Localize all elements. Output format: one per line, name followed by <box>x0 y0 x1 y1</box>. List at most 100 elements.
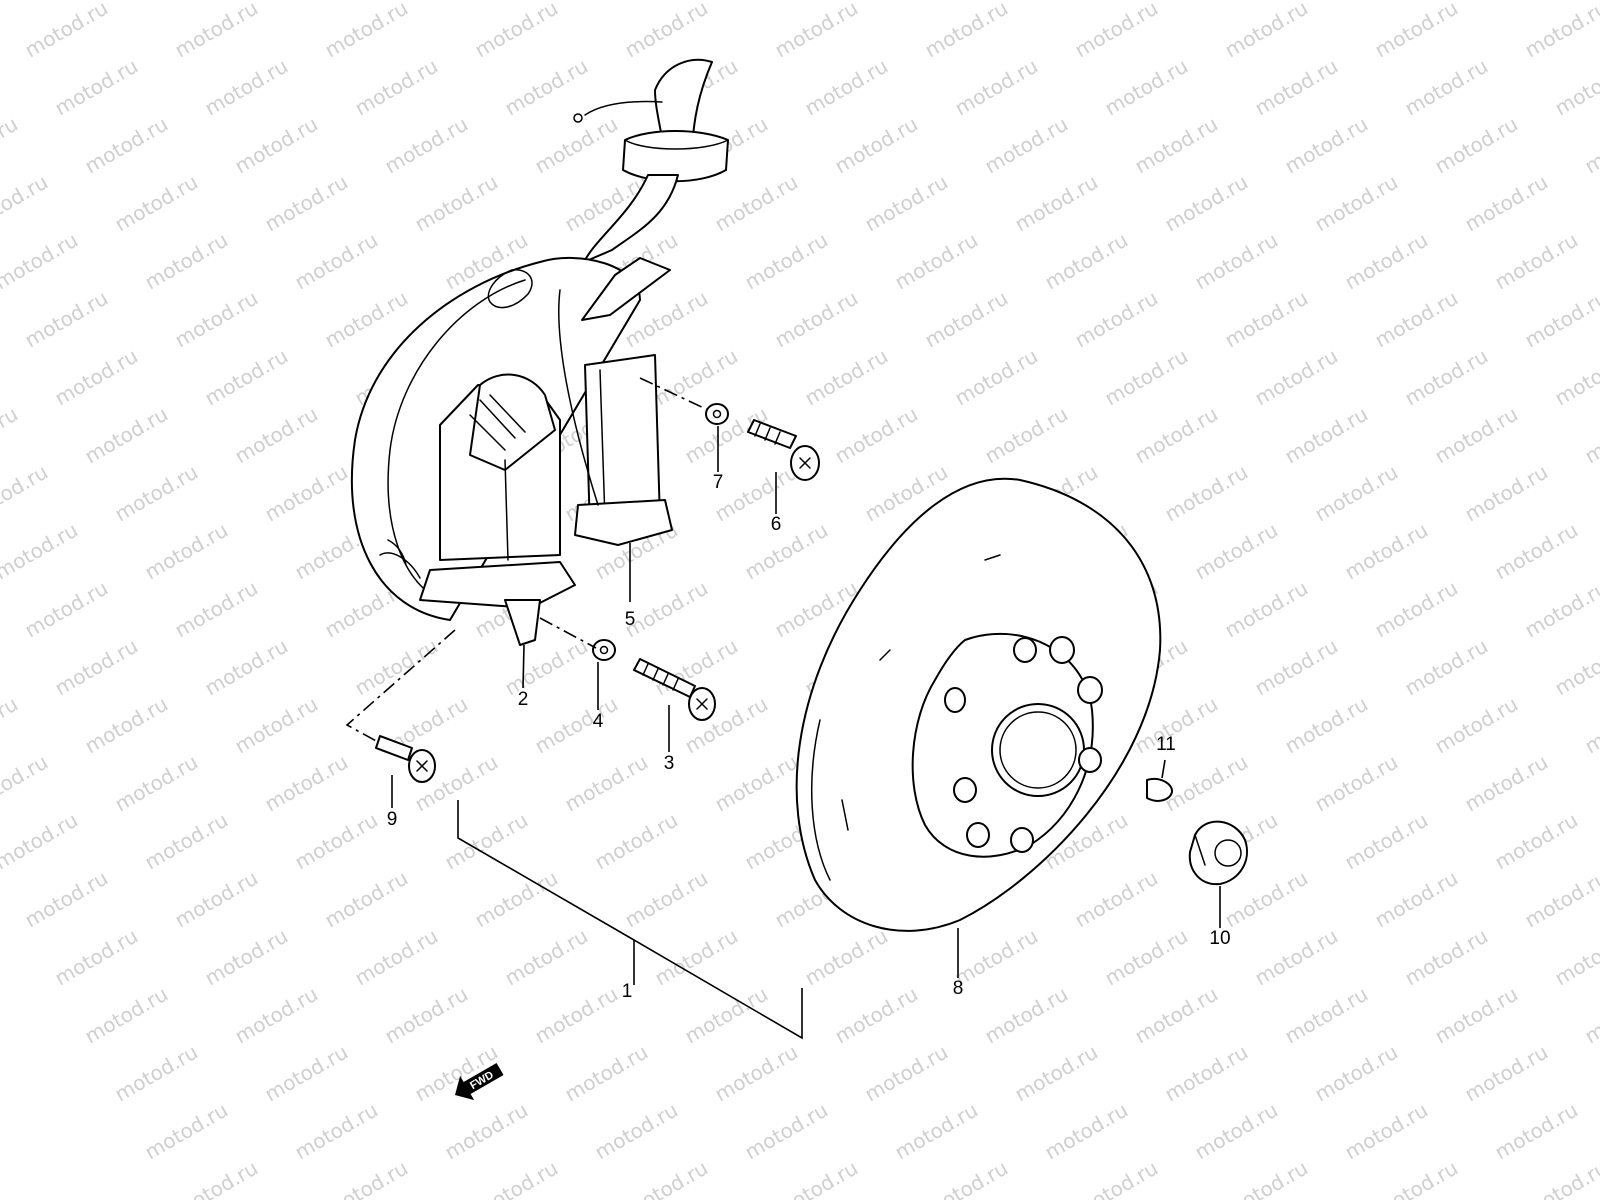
watermark-text: motod.ru <box>1071 0 1162 62</box>
watermark-text: motod.ru <box>921 0 1012 62</box>
callout-10: 10 <box>1209 928 1230 949</box>
watermark-text: motod.ru <box>1191 1098 1282 1165</box>
watermark-text: motod.ru <box>141 1098 232 1165</box>
watermark-text: motod.ru <box>261 750 352 817</box>
watermark-text: motod.ru <box>1251 924 1342 991</box>
watermark-text: motod.ru <box>0 402 22 469</box>
watermark-text: motod.ru <box>1461 170 1552 237</box>
watermark-text: motod.ru <box>1371 0 1462 62</box>
watermark-text: motod.ru <box>561 1040 652 1107</box>
watermark-text: motod.ru <box>1161 460 1252 527</box>
watermark-text: motod.ru <box>291 228 382 295</box>
watermark-text: motod.ru <box>711 1040 802 1107</box>
watermark-text: motod.ru <box>1461 1040 1552 1107</box>
watermark-text: motod.ru <box>1341 1098 1432 1165</box>
watermark-text: motod.ru <box>921 286 1012 353</box>
watermark-text: motod.ru <box>351 54 442 121</box>
watermark-text: motod.ru <box>861 170 952 237</box>
watermark-text: motod.ru <box>471 1156 562 1200</box>
screw-6 <box>747 419 820 481</box>
watermark-text: motod.ru <box>0 808 82 875</box>
watermark-text: motod.ru <box>261 460 352 527</box>
watermark-text: motod.ru <box>1041 0 1132 4</box>
watermark-text: motod.ru <box>111 750 202 817</box>
watermark-text: motod.ru <box>1221 286 1312 353</box>
watermark-text: motod.ru <box>1101 54 1192 121</box>
watermark-text: motod.ru <box>171 866 262 933</box>
watermark-text: motod.ru <box>1311 170 1402 237</box>
watermark-text: motod.ru <box>981 402 1072 469</box>
watermark-text: motod.ru <box>1191 228 1282 295</box>
watermark-text: motod.ru <box>1371 1156 1462 1200</box>
watermark-text: motod.ru <box>1521 866 1600 933</box>
watermark-text: motod.ru <box>591 1098 682 1165</box>
watermark-text: motod.ru <box>141 0 232 4</box>
watermark-text: motod.ru <box>1521 576 1600 643</box>
watermark-text: motod.ru <box>1461 750 1552 817</box>
watermark-text: motod.ru <box>321 1156 412 1200</box>
watermark-text: motod.ru <box>21 286 112 353</box>
watermark-text: motod.ru <box>951 344 1042 411</box>
watermark-text: motod.ru <box>1431 982 1522 1049</box>
watermark-text: motod.ru <box>1401 54 1492 121</box>
callout-7: 7 <box>713 472 724 493</box>
watermark-text: motod.ru <box>0 692 22 759</box>
callout-5: 5 <box>625 609 636 630</box>
watermark-text: motod.ru <box>1041 228 1132 295</box>
callout-4: 4 <box>593 711 604 732</box>
watermark-text: motod.ru <box>471 866 562 933</box>
watermark-text: motod.ru <box>1041 1098 1132 1165</box>
watermark-text: motod.ru <box>411 170 502 237</box>
watermark-text: motod.ru <box>141 518 232 585</box>
watermark-text: motod.ru <box>651 344 742 411</box>
watermark-text: motod.ru <box>0 0 82 4</box>
watermark-text: motod.ru <box>1491 228 1582 295</box>
watermark-text: motod.ru <box>801 54 892 121</box>
watermark-text: motod.ru <box>1521 0 1600 62</box>
watermark-text: motod.ru <box>1521 286 1600 353</box>
watermark-text: motod.ru <box>711 750 802 817</box>
watermark-text: motod.ru <box>1551 344 1600 411</box>
watermark-text: motod.ru <box>201 54 292 121</box>
watermark-text: motod.ru <box>621 866 712 933</box>
watermark-text: motod.ru <box>291 1098 382 1165</box>
watermark-text: motod.ru <box>891 0 982 4</box>
watermark-text: motod.ru <box>741 228 832 295</box>
watermark-text: motod.ru <box>1161 1040 1252 1107</box>
watermark-text: motod.ru <box>1491 0 1582 4</box>
watermark-text: motod.ru <box>51 634 142 701</box>
watermark-text: motod.ru <box>981 982 1072 1049</box>
watermark-text: motod.ru <box>321 866 412 933</box>
watermark-text: motod.ru <box>0 112 22 179</box>
watermark-text: motod.ru <box>561 750 652 817</box>
watermark-text: motod.ru <box>1341 518 1432 585</box>
watermark-text: motod.ru <box>1431 402 1522 469</box>
watermark-text: motod.ru <box>171 576 262 643</box>
watermark-text: motod.ru <box>0 750 52 817</box>
watermark-text: motod.ru <box>1281 692 1372 759</box>
callout-6: 6 <box>771 514 782 535</box>
watermark-text: motod.ru <box>501 54 592 121</box>
watermark-text: motod.ru <box>1401 924 1492 991</box>
watermark-text: motod.ru <box>1071 286 1162 353</box>
watermark-text: motod.ru <box>111 460 202 527</box>
watermark-text: motod.ru <box>801 344 892 411</box>
watermark-text: motod.ru <box>621 1156 712 1200</box>
watermark-text: motod.ru <box>201 924 292 991</box>
watermark-text: motod.ru <box>801 924 892 991</box>
callout-9: 9 <box>387 809 398 830</box>
watermark-text: motod.ru <box>171 286 262 353</box>
watermark-text: motod.ru <box>861 1040 952 1107</box>
watermark-text: motod.ru <box>741 1098 832 1165</box>
watermark-text: motod.ru <box>1221 1156 1312 1200</box>
watermark-text: motod.ru <box>1581 402 1600 469</box>
watermark-text: motod.ru <box>1401 344 1492 411</box>
watermark-text: motod.ru <box>1131 402 1222 469</box>
watermark-text: motod.ru <box>711 460 802 527</box>
watermark-text: motod.ru <box>1101 924 1192 991</box>
watermark-text: motod.ru <box>51 54 142 121</box>
watermark-text: motod.ru <box>1551 634 1600 701</box>
watermark-text: motod.ru <box>1281 112 1372 179</box>
washer-4 <box>592 639 616 661</box>
